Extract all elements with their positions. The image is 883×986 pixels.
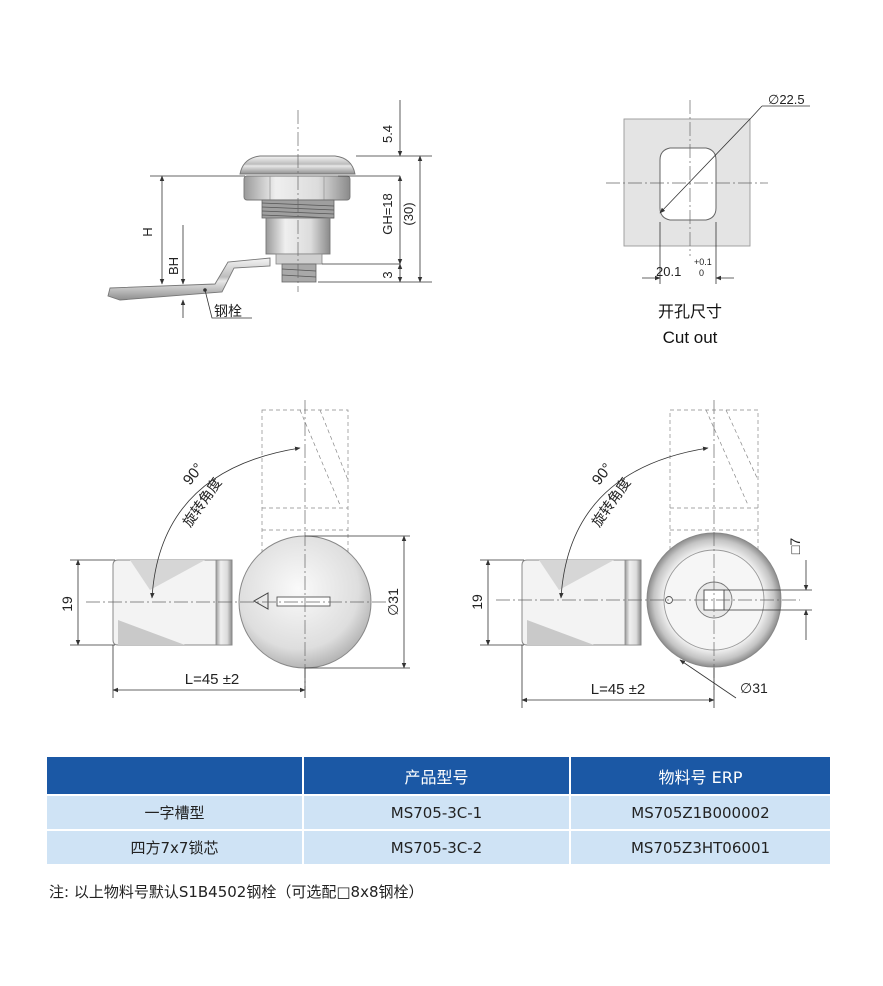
key-slot	[276, 596, 331, 607]
cutout-view: ∅22.5 20.1 +0.1 0 开孔尺寸 Cut out	[606, 92, 810, 347]
dim-gh: GH=18	[380, 193, 395, 235]
cutout-title-cn: 开孔尺寸	[658, 302, 722, 321]
dim-h: H	[140, 227, 155, 236]
dim-3: 3	[380, 271, 395, 278]
front-view-square: 90° 旋转角度 19 □7 ∅31 L=45 ±2	[469, 400, 812, 708]
square-size: □7	[787, 538, 803, 554]
table-cell-erp: MS705Z3HT06001	[570, 829, 830, 864]
cutout-diameter: ∅22.5	[768, 92, 805, 107]
slot-angle: 90°	[180, 460, 207, 488]
table-header-row: 产品型号 物料号 ERP	[47, 757, 830, 795]
slot-height: 19	[59, 596, 75, 612]
cutout-title-en: Cut out	[663, 328, 718, 347]
table-cell-type: 四方7x7锁芯	[47, 829, 304, 864]
square-angle: 90°	[589, 460, 616, 488]
table-header-cell: 物料号 ERP	[570, 757, 830, 795]
table-cell-type: 一字槽型	[47, 794, 304, 830]
lock-cap	[239, 155, 356, 175]
spec-table: 产品型号 物料号 ERP 一字槽型 MS705-3C-1 MS705Z1B000…	[47, 757, 830, 864]
square-diameter: ∅31	[740, 680, 768, 696]
table-cell-erp: MS705Z1B000002	[570, 794, 830, 830]
front-view-slot: 90° 旋转角度 19 ∅31 L=45 ±2	[59, 400, 410, 698]
table-header-cell: 产品型号	[303, 757, 571, 795]
cutout-width: 20.1	[656, 264, 681, 279]
latch-bar	[107, 257, 271, 301]
footnote: 注: 以上物料号默认S1B4502钢栓（可选配□8x8钢栓）	[49, 883, 424, 901]
hex-nut	[243, 175, 351, 201]
latch-label: 钢栓	[214, 304, 242, 320]
slot-length: L=45 ±2	[185, 671, 240, 688]
table-cell-model: MS705-3C-1	[303, 794, 571, 830]
table-header-cell	[47, 757, 304, 795]
dim-total: (30)	[401, 202, 416, 225]
cutout-tol-lower: 0	[699, 268, 704, 278]
table-row: 四方7x7锁芯 MS705-3C-2 MS705Z3HT06001	[47, 829, 830, 864]
dim-bh: BH	[166, 257, 181, 275]
square-height: 19	[469, 594, 485, 610]
cutout-tol-upper: +0.1	[694, 257, 712, 267]
screw	[281, 263, 317, 283]
dim-top: 5.4	[380, 125, 395, 143]
table-cell-model: MS705-3C-2	[303, 829, 571, 864]
table-row: 一字槽型 MS705-3C-1 MS705Z1B000002	[47, 794, 830, 830]
square-length: L=45 ±2	[591, 681, 646, 698]
slot-diameter: ∅31	[385, 588, 401, 616]
side-view: 5.4 GH=18 (30) 3 H BH 钢栓	[107, 100, 432, 320]
technical-drawing: 5.4 GH=18 (30) 3 H BH 钢栓 ∅22.5 20.1 +0.1…	[59, 92, 812, 708]
